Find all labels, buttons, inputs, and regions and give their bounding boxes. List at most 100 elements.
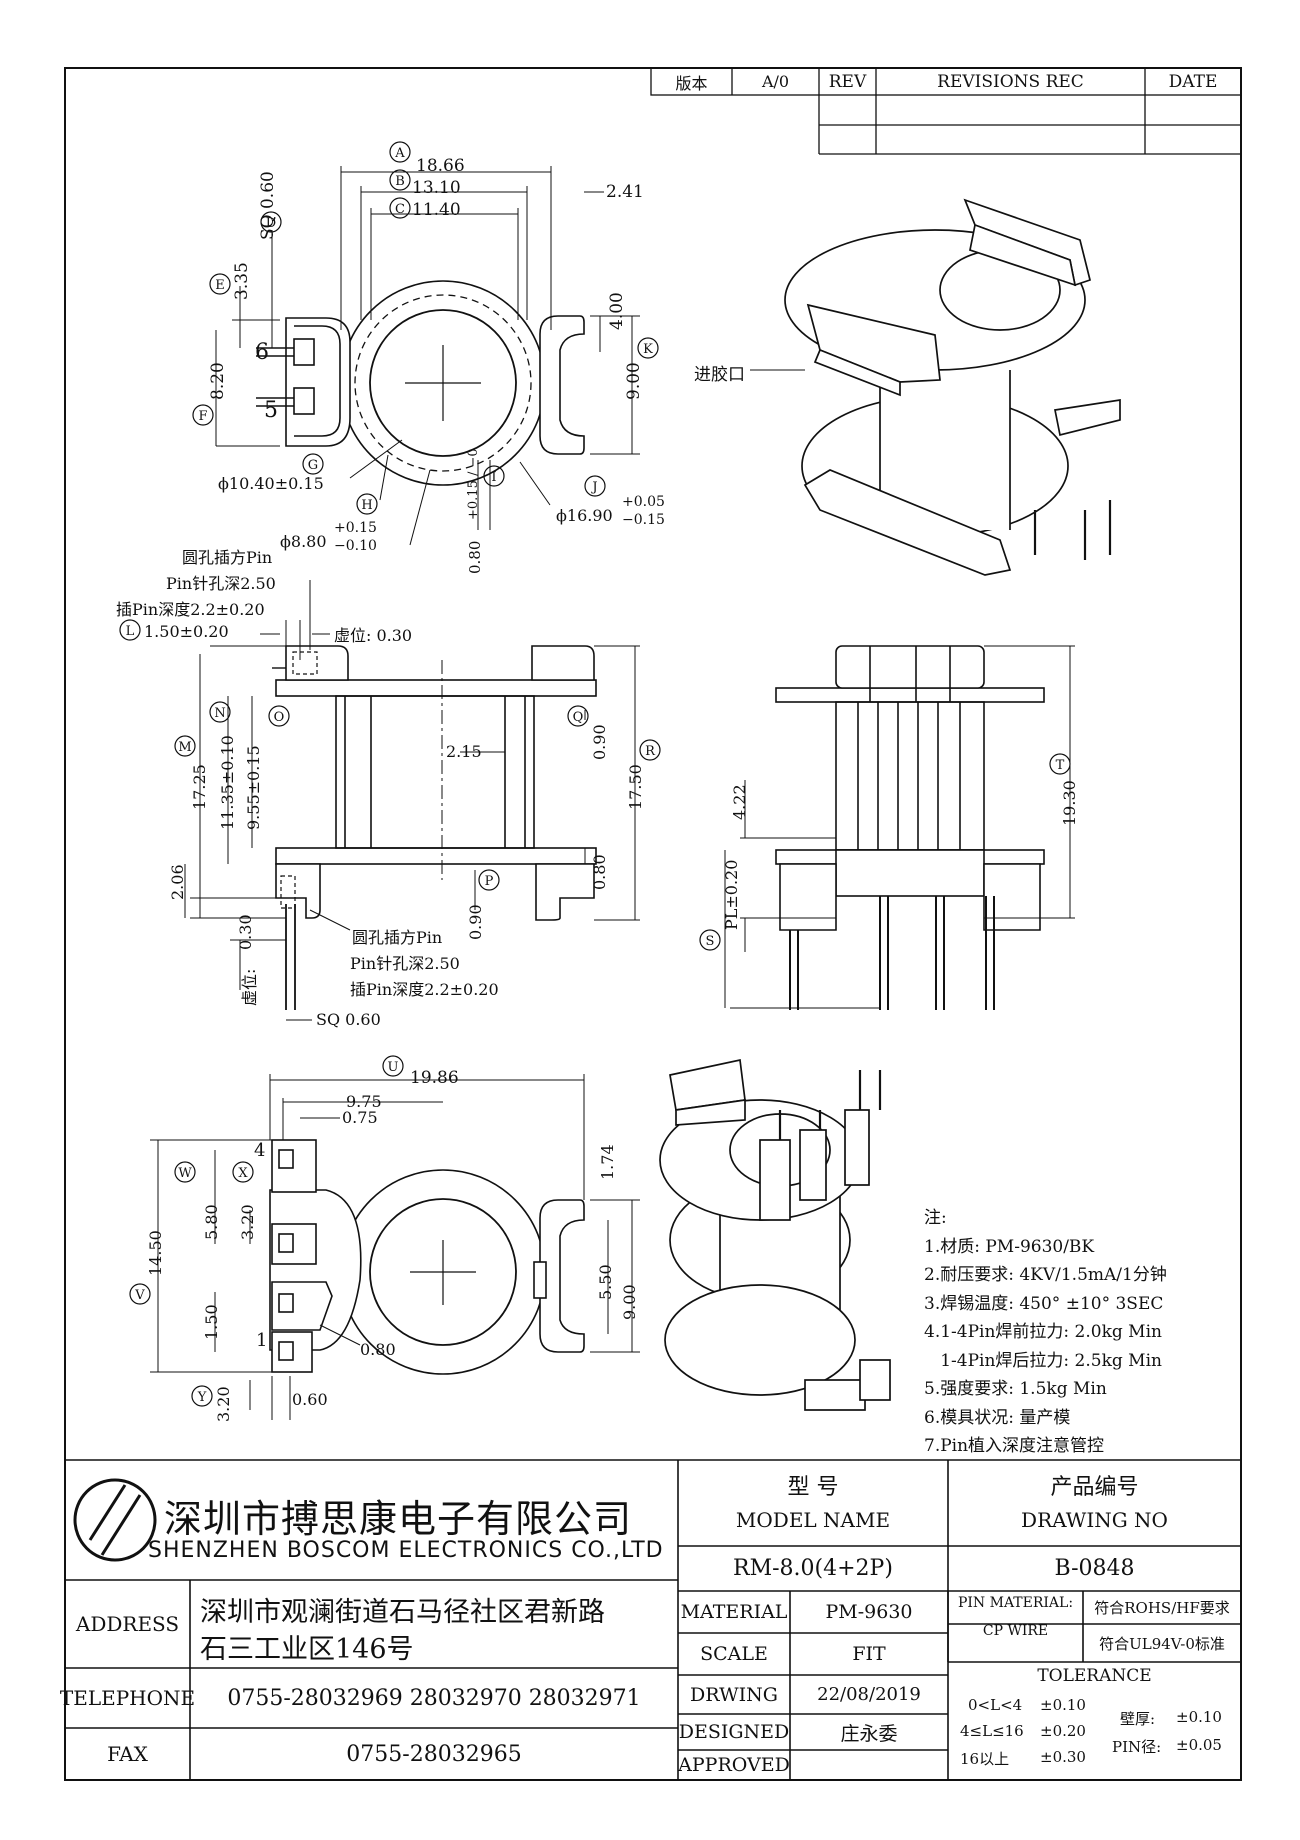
- pin-material-label: PIN MATERIAL:: [957, 1595, 1074, 1611]
- inner-bore: [369, 309, 517, 457]
- front-note-insert-depth: 插Pin深度2.2±0.20: [116, 600, 265, 619]
- dim-550: 5.50: [596, 1264, 615, 1300]
- tol-val-2: ±0.20: [1040, 1722, 1086, 1740]
- drawing-label-en: DRAWING NO: [1021, 1508, 1168, 1532]
- version-label: 版本: [675, 73, 708, 93]
- dim-X: 3.20: [238, 1204, 257, 1240]
- notes-block: 注: 1.材质: PM-9630/BK 2.耐压要求: 4KV/1.5mA/1分…: [924, 1204, 1167, 1461]
- dia-H-tol-plus: +0.15: [334, 520, 377, 536]
- front-view: [184, 580, 640, 1021]
- rev-label: REV: [828, 71, 867, 92]
- right-lug: [539, 315, 585, 455]
- fax-label: FAX: [107, 1742, 148, 1766]
- telephone-value: 0755-28032969 28032970 28032971: [227, 1685, 641, 1711]
- dim-Q: 0.90: [590, 724, 609, 760]
- pin-4: 4: [254, 1140, 266, 1161]
- top-view: [215, 166, 640, 546]
- dim-030: 0.30: [236, 914, 255, 950]
- dim-R: 17.50: [626, 764, 645, 810]
- revisions-label: REVISIONS REC: [937, 71, 1084, 92]
- dim-422: 4.22: [730, 784, 749, 820]
- isometric-view-bottom: [659, 1058, 891, 1411]
- note-item: 5.强度要求: 1.5kg Min: [924, 1379, 1107, 1399]
- dim-E: 3.35: [232, 262, 252, 300]
- dim-A: 18.66: [416, 156, 465, 176]
- dim-I-tol: +0.15 / −0: [466, 448, 481, 520]
- dim-M: 17.25: [190, 764, 209, 810]
- pin-6: 6: [255, 340, 269, 365]
- material-label: MATERIAL: [680, 1601, 788, 1623]
- dia-H-main: ϕ8.80: [280, 532, 327, 551]
- approved-label: APPROVED: [678, 1754, 790, 1776]
- designed-label: DESIGNED: [678, 1721, 790, 1743]
- wall-label: 壁厚:: [1120, 1710, 1156, 1728]
- ul-text: 符合UL94V-0标准: [1099, 1634, 1225, 1653]
- dashed-bore: [354, 294, 532, 472]
- dim-sq-front: SQ 0.60: [316, 1010, 381, 1029]
- designed-value: 庄永委: [840, 1722, 898, 1745]
- address-line1: 深圳市观澜街道石马径社区君新路: [200, 1597, 605, 1628]
- dim-T: 19.30: [1060, 780, 1079, 826]
- dia-J-tol-minus: −0.15: [622, 512, 665, 528]
- material-value: PM-9630: [825, 1601, 913, 1623]
- pin-dia-label: PIN径:: [1112, 1738, 1162, 1756]
- bottom-view: [150, 1074, 640, 1420]
- pin-material-value: CP WIRE: [982, 1623, 1049, 1639]
- dim-150: 1.50: [202, 1304, 221, 1340]
- gate-label: 进胶口: [694, 365, 745, 385]
- scale-value: FIT: [852, 1643, 886, 1665]
- dim-V: 14.50: [146, 1230, 165, 1276]
- dim-215: 2.15: [446, 742, 482, 761]
- dim-975: 9.75: [346, 1092, 382, 1111]
- tolerance-label: TOLERANCE: [1037, 1666, 1152, 1686]
- note-item: 1.材质: PM-9630/BK: [924, 1236, 1095, 1257]
- notes-title: 注:: [924, 1208, 947, 1228]
- dim-D: SQ 0.60: [258, 171, 278, 240]
- version-value: A/0: [761, 72, 790, 91]
- dim-174: 1.74: [598, 1144, 617, 1180]
- model-label-cn: 型 号: [787, 1475, 839, 1500]
- note-item: 7.Pin植入深度注意管控: [924, 1436, 1105, 1456]
- drwing-label: DRWING: [690, 1683, 778, 1706]
- dim-060: 0.60: [292, 1390, 328, 1409]
- dia-H-tol-minus: −0.10: [334, 538, 377, 554]
- company-name-en: SHENZHEN BOSCOM ELECTRONICS CO.,LTD: [148, 1538, 664, 1563]
- dim-virtual-side: 虚位:: [240, 968, 259, 1006]
- title-block-grid: [65, 1459, 1241, 1780]
- address-label: ADDRESS: [75, 1612, 180, 1636]
- dim-O: 9.55±0.15: [244, 745, 263, 830]
- fax-value: 0755-28032965: [346, 1741, 522, 1767]
- front-note-hole-depth: Pin针孔深2.50: [166, 574, 276, 593]
- note-item: 3.焊锡温度: 450° ±10° 3SEC: [924, 1293, 1164, 1314]
- isometric-view-top: [750, 198, 1121, 576]
- dim-K: 9.00: [624, 362, 644, 400]
- model-label-en: MODEL NAME: [735, 1508, 891, 1532]
- dim-Y: 3.20: [214, 1386, 233, 1422]
- approved-value: [790, 1750, 948, 1780]
- dim-900: 9.00: [620, 1284, 639, 1320]
- dim-I-main: 0.80: [466, 540, 484, 574]
- dim-080-bottom: 0.80: [360, 1340, 396, 1359]
- note-item: 2.耐压要求: 4KV/1.5mA/1分钟: [924, 1265, 1167, 1285]
- note-item: 6.模具状况: 量产模: [924, 1407, 1071, 1428]
- revision-table-grid: [650, 67, 1242, 155]
- pin-5: 5: [264, 398, 278, 423]
- date-label: DATE: [1168, 71, 1218, 92]
- pin-1: 1: [256, 1330, 268, 1351]
- company-name-cn: 深圳市搏思康电子有限公司: [164, 1497, 633, 1541]
- dim-B: 13.10: [412, 178, 461, 198]
- dim-virtual-top: 虚位: 0.30: [334, 626, 413, 645]
- address-line2: 石三工业区146号: [200, 1634, 414, 1665]
- rohs-text: 符合ROHS/HF要求: [1094, 1599, 1230, 1617]
- dia-G: ϕ10.40±0.15: [218, 474, 324, 493]
- dim-N: 11.35±0.10: [218, 735, 237, 830]
- dia-J-tol-plus: +0.05: [622, 494, 665, 510]
- dim-U: 19.86: [410, 1068, 459, 1088]
- company-logo: [73, 1478, 157, 1562]
- front-note2-hole-depth: Pin针孔深2.50: [350, 954, 460, 973]
- dim-206: 2.06: [168, 864, 187, 900]
- scale-label: SCALE: [700, 1643, 768, 1665]
- tol-val-3: ±0.30: [1040, 1748, 1086, 1766]
- dim-400: 4.00: [607, 292, 627, 330]
